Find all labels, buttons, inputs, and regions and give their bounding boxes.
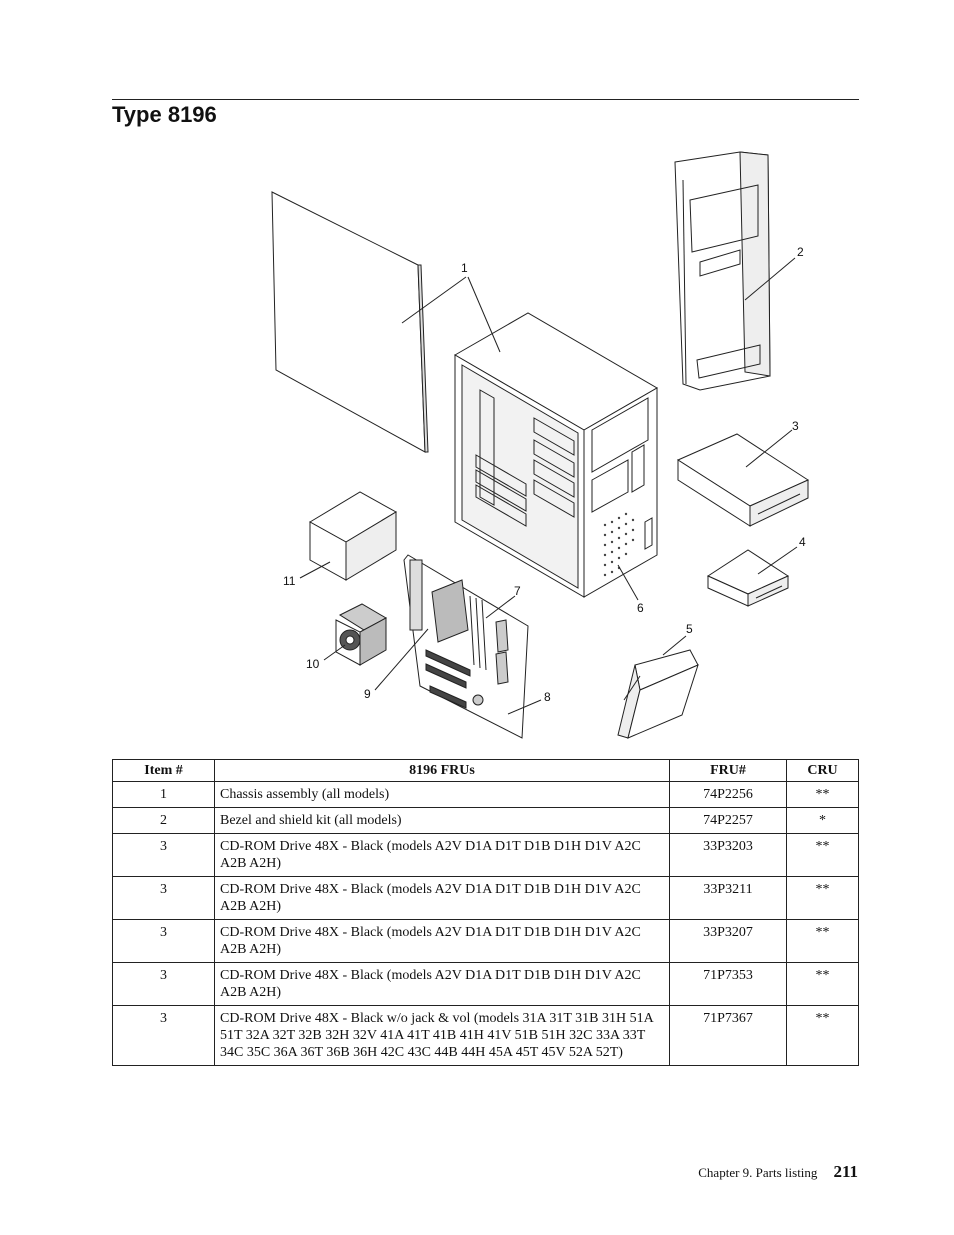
callout-labels: 1 2 3 4 5 6 7 8 9 10 11	[283, 245, 806, 704]
callout-10: 10	[306, 657, 320, 671]
table-row: 3 CD-ROM Drive 48X - Black (models A2V D…	[112, 962, 859, 1006]
fru-number-cell: 33P3211	[669, 876, 787, 920]
hard-drive-illustration	[617, 649, 699, 739]
callout-7: 7	[514, 584, 521, 598]
cru-cell: *	[786, 807, 859, 834]
table-row: 3 CD-ROM Drive 48X - Black (models A2V D…	[112, 876, 859, 920]
fru-number-cell: 71P7353	[669, 962, 787, 1006]
exploded-parts-diagram: 1 2 3 4 5 6 7 8 9 10 11	[271, 151, 810, 739]
col-header-frus: 8196 FRUs	[214, 759, 670, 782]
page-number: 211	[833, 1162, 858, 1181]
footer-chapter: Chapter 9. Parts listing	[698, 1165, 818, 1180]
description-cell: CD-ROM Drive 48X - Black (models A2V D1A…	[214, 919, 670, 963]
table-row: 3 CD-ROM Drive 48X - Black (models A2V D…	[112, 919, 859, 963]
table-row: 3 CD-ROM Drive 48X - Black (models A2V D…	[112, 833, 859, 877]
callout-5: 5	[686, 622, 693, 636]
callout-2: 2	[797, 245, 804, 259]
description-cell: CD-ROM Drive 48X - Black w/o jack & vol …	[214, 1005, 670, 1066]
cru-cell: **	[786, 1005, 859, 1066]
callout-3: 3	[792, 419, 799, 433]
item-cell: 3	[112, 833, 215, 877]
header-rule	[112, 99, 859, 100]
item-cell: 3	[112, 1005, 215, 1066]
item-cell: 3	[112, 962, 215, 1006]
callout-1: 1	[461, 261, 468, 275]
callout-11: 11	[283, 574, 296, 588]
fru-number-cell: 74P2257	[669, 807, 787, 834]
callout-9: 9	[364, 687, 371, 701]
callout-6: 6	[637, 601, 644, 615]
callout-4: 4	[799, 535, 806, 549]
fru-number-cell: 74P2256	[669, 781, 787, 808]
cru-cell: **	[786, 876, 859, 920]
bezel-illustration	[674, 151, 771, 391]
table-row: 2 Bezel and shield kit (all models) 74P2…	[112, 807, 859, 834]
callout-leaders	[299, 257, 798, 715]
power-supply-illustration	[309, 491, 397, 581]
chassis-illustration	[454, 312, 658, 598]
heatsink-fan-illustration	[335, 603, 388, 666]
col-header-fru-number: FRU#	[669, 759, 787, 782]
table-row: 1 Chassis assembly (all models) 74P2256 …	[112, 781, 859, 808]
page-footer: Chapter 9. Parts listing 211	[698, 1162, 858, 1183]
item-cell: 3	[112, 919, 215, 963]
floppy-drive-illustration	[706, 549, 790, 607]
fru-number-cell: 33P3207	[669, 919, 787, 963]
cru-cell: **	[786, 962, 859, 1006]
item-cell: 2	[112, 807, 215, 834]
table-header-row: Item # 8196 FRUs FRU# CRU	[112, 759, 859, 782]
item-cell: 3	[112, 876, 215, 920]
description-cell: CD-ROM Drive 48X - Black (models A2V D1A…	[214, 876, 670, 920]
fru-number-cell: 33P3203	[669, 833, 787, 877]
cru-cell: **	[786, 919, 859, 963]
col-header-cru: CRU	[786, 759, 859, 782]
fru-table: Item # 8196 FRUs FRU# CRU 1 Chassis asse…	[112, 759, 859, 1066]
system-board-illustration	[403, 554, 529, 739]
item-cell: 1	[112, 781, 215, 808]
callout-8: 8	[544, 690, 551, 704]
description-cell: Bezel and shield kit (all models)	[214, 807, 670, 834]
cdrom-drive-illustration	[676, 433, 810, 527]
cru-cell: **	[786, 833, 859, 877]
description-cell: CD-ROM Drive 48X - Black (models A2V D1A…	[214, 833, 670, 877]
description-cell: Chassis assembly (all models)	[214, 781, 670, 808]
table-row: 3 CD-ROM Drive 48X - Black w/o jack & vo…	[112, 1005, 859, 1066]
page-title: Type 8196	[112, 102, 217, 127]
cru-cell: **	[786, 781, 859, 808]
fru-number-cell: 71P7367	[669, 1005, 787, 1066]
side-cover-illustration	[271, 191, 429, 453]
col-header-item: Item #	[112, 759, 215, 782]
description-cell: CD-ROM Drive 48X - Black (models A2V D1A…	[214, 962, 670, 1006]
